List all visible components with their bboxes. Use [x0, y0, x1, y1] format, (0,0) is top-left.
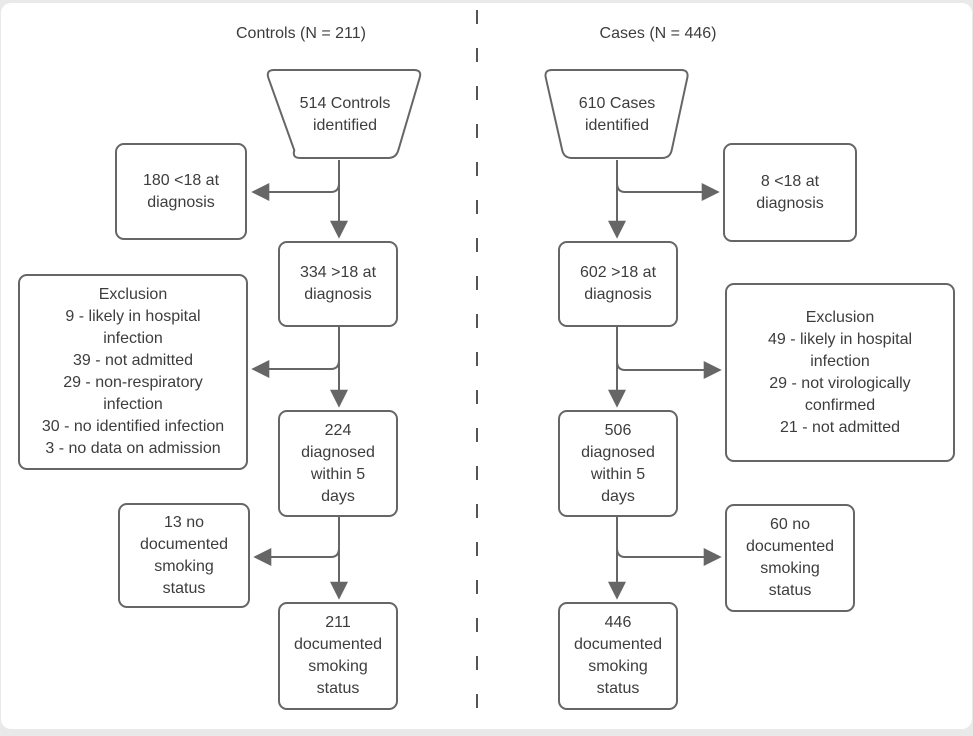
cases-exclusion-box: Exclusion 49 - likely in hospital infect…: [725, 283, 955, 462]
controls-identified-trapezoid: 514 Controls identified: [265, 69, 425, 161]
flow-arrows: [251, 160, 722, 600]
controls-within5days-box: 224 diagnosed within 5 days: [278, 410, 398, 517]
cases-over18-box: 602 >18 at diagnosis: [558, 241, 678, 327]
cases-identified-trapezoid: 610 Cases identified: [543, 69, 691, 161]
arrow-controls-to-exclusion: [251, 359, 340, 378]
arrow-controls-to-no-smoking: [253, 547, 340, 566]
arrow-cases-to-exclusion: [616, 360, 722, 379]
arrow-cases-to-under18: [616, 182, 720, 201]
arrow-cases-to-no-smoking: [616, 547, 722, 566]
cases-identified-label: 610 Cases identified: [578, 95, 656, 134]
trapezoid-shape: [544, 69, 689, 159]
trapezoid-shape: [266, 69, 422, 159]
controls-documented-box: 211 documented smoking status: [278, 602, 398, 710]
cases-within5days-box: 506 diagnosed within 5 days: [558, 410, 678, 517]
controls-column-title: Controls (N = 211): [236, 25, 366, 42]
cases-under18-box: 8 <18 at diagnosis: [723, 143, 857, 242]
cases-documented-box: 446 documented smoking status: [558, 602, 678, 710]
arrow-controls-to-under18: [251, 182, 340, 201]
controls-over18-box: 334 >18 at diagnosis: [278, 241, 398, 327]
cases-no-smoking-status-box: 60 no documented smoking status: [725, 504, 855, 612]
controls-under18-box: 180 <18 at diagnosis: [115, 143, 247, 240]
controls-no-smoking-status-box: 13 no documented smoking status: [118, 503, 250, 608]
controls-exclusion-box: Exclusion 9 - likely in hospital infecti…: [18, 274, 248, 470]
cases-column-title: Cases (N = 446): [599, 25, 717, 42]
controls-identified-label: 514 Controls identified: [299, 95, 391, 134]
